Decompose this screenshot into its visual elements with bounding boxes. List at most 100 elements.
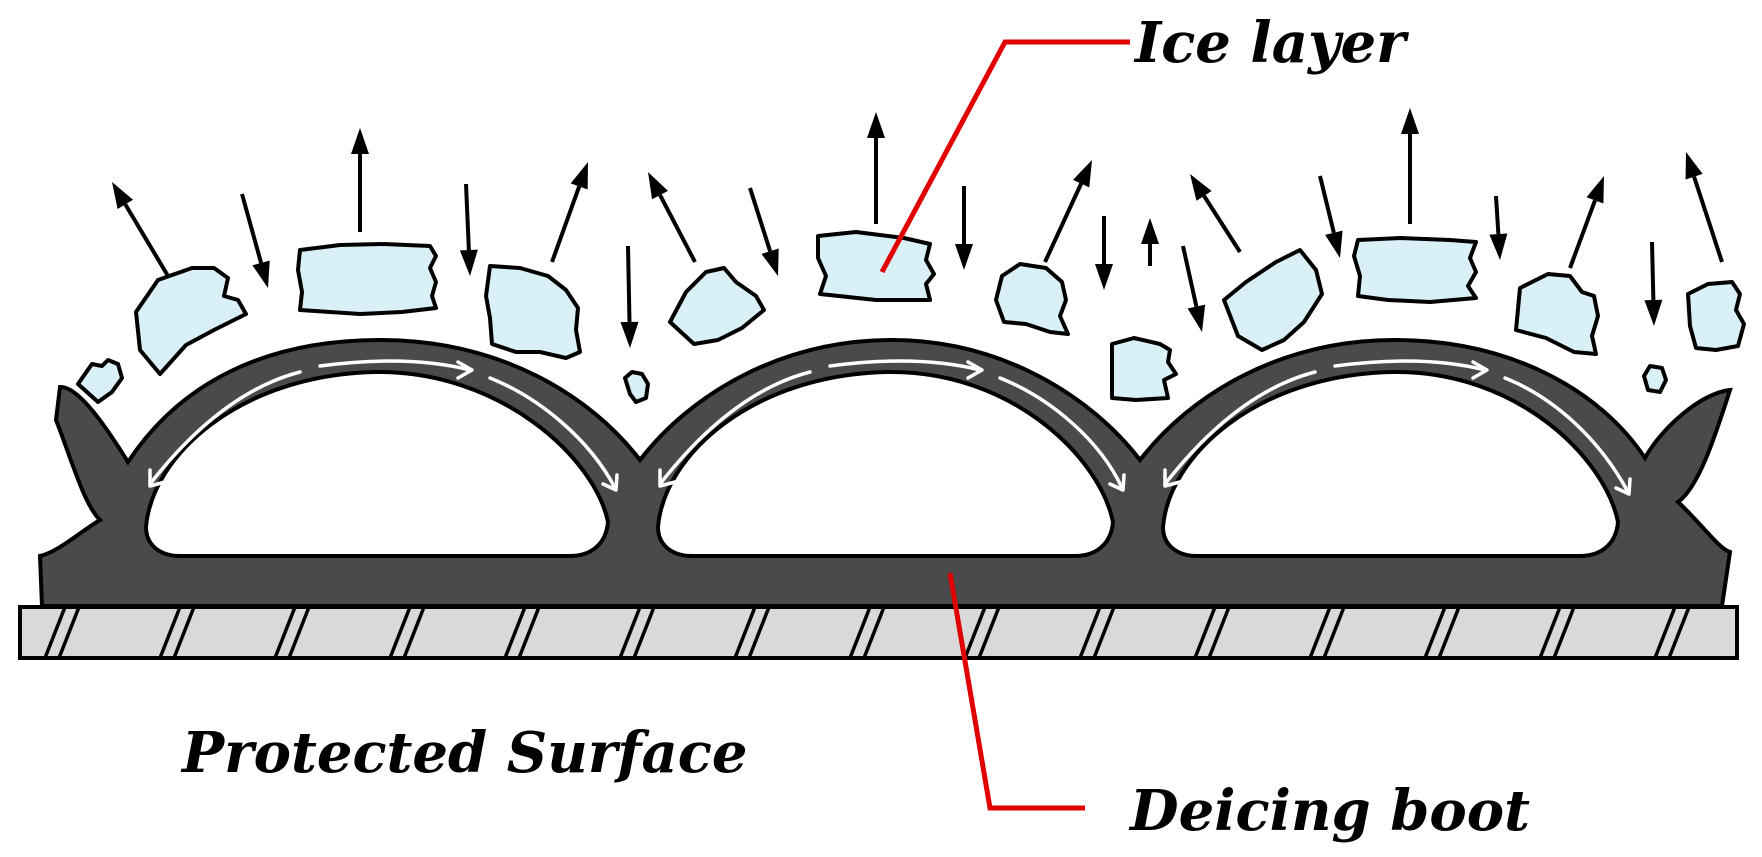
ice-fragment	[668, 266, 766, 346]
surface-hatch-mark	[977, 607, 1001, 658]
ice-fragment	[76, 358, 124, 404]
surface-hatch-mark	[848, 607, 872, 658]
ice-motion-arrow	[1489, 195, 1508, 260]
ice-fragment	[1110, 336, 1178, 402]
flow-arrowhead	[601, 473, 619, 492]
ice-fragment	[1514, 272, 1600, 356]
surface-hatch-mark	[1653, 607, 1677, 658]
ice-motion-arrow	[648, 172, 697, 263]
flow-arrow-right-1	[318, 359, 472, 372]
flow-arrowhead	[1614, 477, 1632, 496]
ice-motion-arrow	[459, 183, 478, 276]
flow-arrow-right-2	[828, 359, 982, 372]
ice-fragment	[134, 266, 248, 376]
ice-motion-arrowhead	[1586, 176, 1604, 204]
ice-layer-label: Ice layer	[1133, 10, 1409, 76]
ice-motion-arrow	[1095, 216, 1113, 290]
ice-motion-arrow-shaft	[748, 187, 773, 252]
surface-hatch-mark	[158, 607, 182, 658]
deicing-boot-label: Deicing boot	[1128, 778, 1530, 844]
ice-motion-arrowhead	[867, 112, 885, 138]
surface-hatch-mark	[503, 607, 527, 658]
ice-motion-arrow-shaft	[1650, 241, 1656, 301]
leader-lines	[879, 39, 1130, 811]
surface-hatch-mark	[733, 607, 757, 658]
surface-hatch-mark	[1437, 607, 1461, 658]
ice-motion-arrowhead	[1095, 264, 1113, 290]
surface-hatch-mark	[1423, 607, 1447, 658]
ice-motion-arrow-shaft	[1202, 194, 1242, 254]
ice-motion-arrowhead	[620, 321, 639, 348]
ice-motion-arrowhead	[1644, 299, 1663, 326]
surface-hatch-mark	[1538, 607, 1562, 658]
flow-arrowhead	[658, 468, 677, 488]
ice-motion-arrow	[1318, 175, 1343, 258]
ice-motion-arrow-shaft	[658, 194, 697, 263]
ice-motion-arrow-shaft	[1181, 245, 1199, 308]
ice-motion-arrow	[1401, 108, 1419, 224]
ice-motion-arrowhead	[1489, 233, 1508, 260]
ice-fragment	[1642, 364, 1668, 394]
ice-motion-arrow-shaft	[1568, 199, 1597, 269]
ice-motion-arrows	[112, 108, 1724, 348]
ice-motion-arrow	[240, 193, 270, 288]
ice-motion-arrowhead	[1685, 152, 1703, 180]
ice-fragment	[484, 264, 582, 360]
ice-motion-arrowhead	[570, 162, 588, 190]
surface-hatch-mark	[1078, 607, 1102, 658]
protected-surface-label: Protected Surface	[180, 720, 747, 786]
flow-arrow-right-2b	[998, 376, 1124, 490]
ice-motion-arrow-shaft	[1043, 182, 1083, 263]
ice-motion-arrow	[1141, 218, 1159, 266]
ice-layer-leader-line	[879, 39, 1130, 274]
ice-motion-arrow-shaft	[464, 183, 471, 251]
flow-arrowhead	[456, 360, 474, 380]
flow-arrowhead	[1163, 468, 1182, 488]
ice-motion-arrowhead	[761, 248, 779, 276]
surface-hatch-mark	[862, 607, 886, 658]
flow-arrowhead	[966, 360, 984, 380]
surface-hatch-mark	[632, 607, 656, 658]
surface-hatch-mark	[1308, 607, 1332, 658]
surface-hatch-mark	[402, 607, 426, 658]
ice-motion-arrowhead	[1325, 230, 1343, 258]
surface-hatch-mark	[43, 607, 67, 658]
ice-motion-arrow-shaft	[626, 245, 632, 323]
ice-motion-arrow	[1685, 152, 1724, 263]
surface-hatch-mark	[963, 607, 987, 658]
ice-motion-arrowhead	[459, 249, 478, 276]
ice-motion-arrowhead	[1401, 108, 1419, 134]
flow-arrow-left-3	[1163, 370, 1317, 486]
surface-hatch-mark	[1092, 607, 1116, 658]
ice-motion-arrowhead	[955, 244, 973, 270]
flow-arrowhead	[148, 468, 167, 488]
deicing-boot-leader-line	[947, 572, 1085, 811]
ice-motion-arrowhead	[351, 128, 369, 154]
ice-fragment	[994, 262, 1070, 336]
ice-motion-arrowhead	[252, 260, 270, 288]
ice-fragment	[296, 242, 438, 316]
ice-motion-arrow	[1190, 174, 1242, 254]
surface-hatch-mark	[172, 607, 196, 658]
ice-motion-arrow-shaft	[1494, 195, 1501, 235]
flow-arrow-left-2	[658, 370, 812, 486]
surface-hatch-mark	[57, 607, 81, 658]
flow-arrow-right-1b	[488, 376, 617, 490]
deicing-boot	[37, 337, 1733, 608]
flow-arrowhead	[1471, 360, 1489, 380]
ice-motion-arrowhead	[1187, 304, 1206, 332]
ice-motion-arrow	[112, 182, 170, 278]
ice-motion-arrow	[550, 162, 588, 263]
flow-arrowhead	[1108, 473, 1126, 492]
surface-hatch-mark	[1667, 607, 1691, 658]
ice-motion-arrow	[620, 245, 639, 348]
ice-motion-arrow	[1568, 176, 1604, 269]
ice-fragment	[623, 370, 650, 404]
ice-fragments	[76, 230, 1746, 404]
surface-hatch-mark	[388, 607, 412, 658]
ice-motion-arrow	[1043, 160, 1092, 263]
protected-surface-strip	[18, 605, 1739, 660]
ice-motion-arrowhead	[112, 182, 134, 209]
ice-motion-arrow-shaft	[1318, 175, 1336, 234]
